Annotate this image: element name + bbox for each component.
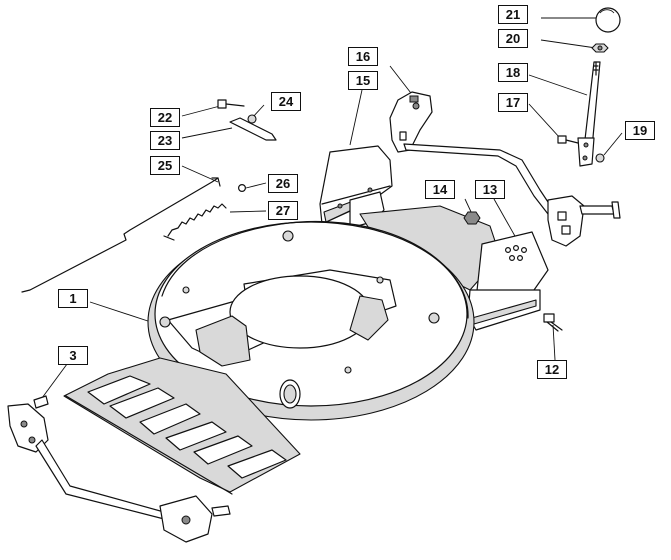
rear-height-rod <box>389 91 621 247</box>
callout-20: 20 <box>498 29 528 48</box>
clip-23 <box>229 117 277 141</box>
callout-3: 3 <box>58 346 88 365</box>
callout-17: 17 <box>498 93 528 112</box>
throttle-knob <box>595 7 621 33</box>
bolt-12 <box>543 313 563 332</box>
spring-27 <box>163 203 227 241</box>
callout-14: 14 <box>425 180 455 199</box>
front-skirt <box>63 357 301 495</box>
callout-23: 23 <box>150 131 180 150</box>
callout-26: 26 <box>268 174 298 193</box>
bolt-17 <box>557 135 579 144</box>
callout-18: 18 <box>498 63 528 82</box>
callout-19: 19 <box>625 121 655 140</box>
washer-26 <box>238 184 247 193</box>
callout-16: 16 <box>348 47 378 66</box>
lever-rod-18 <box>577 61 601 167</box>
front-height-rod-3 <box>7 395 231 543</box>
bolt-16 <box>409 95 419 103</box>
deck-1 <box>147 220 475 421</box>
callout-24: 24 <box>271 92 301 111</box>
chute-bracket-13 <box>359 205 549 331</box>
callout-13: 13 <box>475 180 505 199</box>
callout-1: 1 <box>58 289 88 308</box>
nut-19 <box>595 153 605 163</box>
rear-flap-15 <box>319 145 393 229</box>
nut-14 <box>463 211 481 225</box>
callout-21: 21 <box>498 5 528 24</box>
callout-12: 12 <box>537 360 567 379</box>
nut-20 <box>591 43 609 53</box>
callout-27: 27 <box>268 201 298 220</box>
bolt-22 <box>217 99 245 109</box>
hook-rod-25 <box>21 177 221 293</box>
nut-24 <box>247 114 257 124</box>
callout-15: 15 <box>348 71 378 90</box>
callout-25: 25 <box>150 156 180 175</box>
callout-22: 22 <box>150 108 180 127</box>
